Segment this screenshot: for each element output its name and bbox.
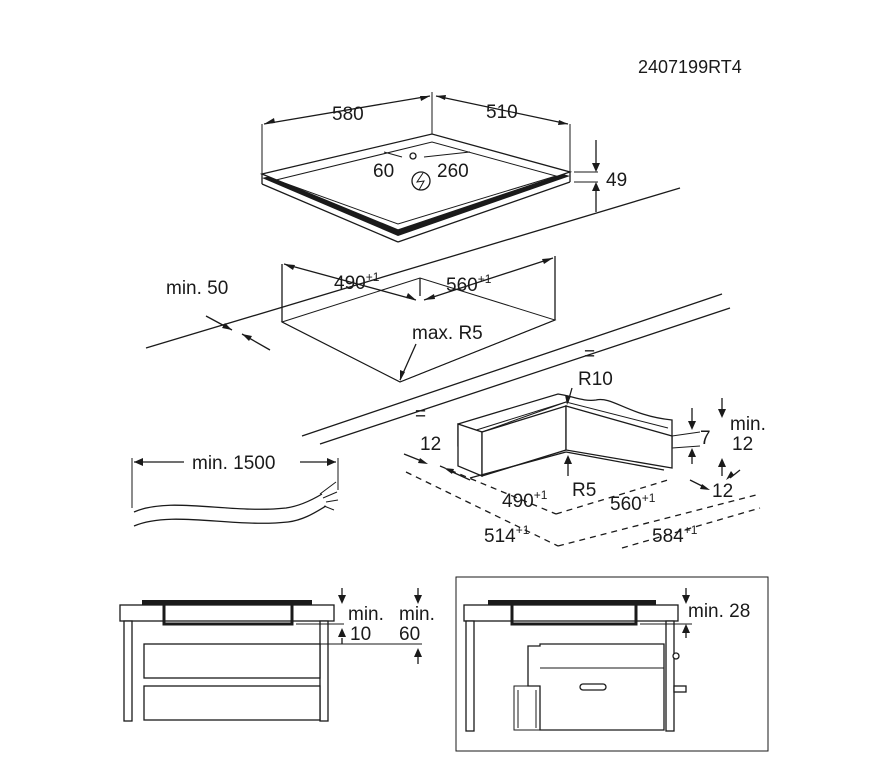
hob-inner-edge [274,141,558,225]
frame-radius-outer-label: R10 [578,369,613,390]
oven-frame-box [455,576,769,752]
worktop-section-2 [463,604,679,622]
break-mark-2: = [415,404,426,425]
gap-2-value: 60 [399,624,420,645]
worktop-cutout-drawing: 490+1 560+1 min. 50 max. R5 = = [145,187,731,445]
frame-border-left-label: 12 [420,434,441,455]
document-code: 2407199RT4 [638,57,742,77]
hob-depth-label: 510 [486,102,518,123]
gap-1-value: 10 [350,624,371,645]
corner-frame-drawing: R10 R5 7 min. 12 12 12 [403,369,766,549]
hob-dimensions: 580 510 60 260 49 [261,92,627,212]
cabinet-left-wall [123,620,133,722]
cable-drawing: min. 1500 [131,453,339,527]
oven-gap-label: min. 28 [688,601,750,622]
cable-length-label: min. 1500 [192,453,275,474]
install-drawers-drawing: min. 10 min. 60 [119,588,435,722]
hob-width-label: 580 [332,104,364,125]
frame-outer-depth-label: 584+1 [652,523,698,547]
gap-1-label: min. [348,604,384,625]
frame-min-edge-label-2: 12 [732,434,753,455]
cutout-width-label: 490+1 [334,270,380,294]
frame-min-edge-label-1: min. [730,414,766,435]
hob-height-label: 49 [606,170,627,191]
frame-height-label: 7 [700,428,711,449]
cutout-radius-label: max. R5 [412,323,483,344]
drawer-top [143,643,321,679]
hob-drawing [259,133,573,243]
install-oven-drawing: min. 28 [455,576,769,752]
frame-radius-inner-label: R5 [572,480,596,501]
cutout-min-front-label: min. 50 [166,278,228,299]
drawer-bottom [143,685,321,721]
worktop-section [119,604,335,622]
gap-2-label: min. [399,604,435,625]
frame-outer-width-label: 514+1 [484,523,530,547]
cutout-depth-label: 560+1 [446,272,492,296]
break-mark-1: = [584,344,595,365]
frame-border-right-label: 12 [712,481,733,502]
oven-handle [579,683,607,691]
frame-inner-width-label: 490+1 [502,488,548,512]
cable-offset-left-label: 60 [373,161,394,182]
cable-entry-point [409,152,417,160]
cable-offset-right-label: 260 [437,161,469,182]
frame-left-face [457,423,483,477]
frame-inner-depth-label: 560+1 [610,491,656,515]
cabinet-right-wall [319,620,329,722]
